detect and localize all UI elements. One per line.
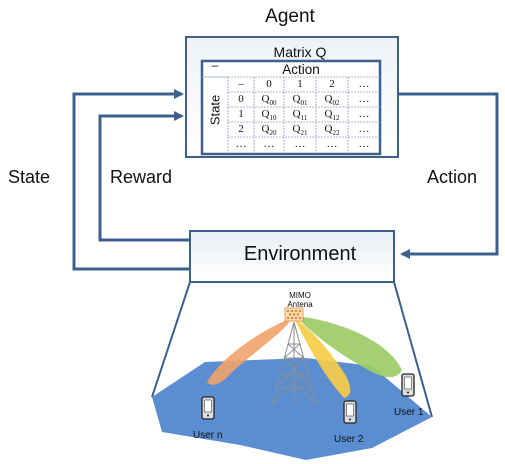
row-label: … <box>235 138 247 150</box>
action-label: Action <box>427 167 478 187</box>
row-label: 1 <box>238 108 244 120</box>
row-label: 2 <box>238 123 244 135</box>
zoom-line-left <box>151 281 191 398</box>
state-arrow <box>72 89 190 271</box>
environment-title: Environment <box>243 243 357 265</box>
q-matrix-table <box>200 59 382 156</box>
antenna-tower <box>271 321 317 405</box>
q-cell: Q22 <box>324 123 340 138</box>
user-2-label: User 2 <box>334 434 364 445</box>
table-header-cell: 0 <box>266 78 272 90</box>
beam-user-2 <box>294 318 351 398</box>
beams <box>207 316 402 398</box>
q-cell: Q10 <box>261 108 277 123</box>
q-cell: … <box>294 138 306 150</box>
user-n-label: User n <box>193 430 223 441</box>
action-arrow <box>398 92 499 259</box>
table-header-cell: … <box>358 78 370 90</box>
environment-box <box>189 230 395 283</box>
coverage-area <box>152 358 432 460</box>
phone-icon <box>201 396 215 420</box>
reward-label: Reward <box>110 167 173 187</box>
q-cell: … <box>358 93 370 105</box>
row-label: 0 <box>238 93 244 105</box>
q-cell: Q11 <box>292 108 308 123</box>
table-header-cell: 1 <box>297 78 303 90</box>
table-header-cell: 2 <box>329 78 335 90</box>
q-cell: Q00 <box>261 93 277 108</box>
mimo-antenna-label: MIMO Antena <box>240 291 360 309</box>
mimo-label-line1: MIMO <box>289 291 311 300</box>
q-cell: Q21 <box>292 123 308 138</box>
state-label: State <box>8 167 51 187</box>
q-cell: Q20 <box>261 123 277 138</box>
q-cell: Q01 <box>292 93 308 108</box>
mimo-label-line2: Antena <box>287 300 313 309</box>
q-cell: … <box>358 138 370 150</box>
state-row-header: State <box>207 94 223 126</box>
q-cell: … <box>358 108 370 120</box>
user-1-label: User 1 <box>394 407 424 418</box>
agent-title: Agent <box>265 6 315 27</box>
q-cell: … <box>358 123 370 135</box>
action-column-header: Action <box>282 62 320 77</box>
q-cell: Q12 <box>324 108 340 123</box>
q-cell: Q02 <box>324 93 340 108</box>
phone-icon <box>401 373 415 397</box>
zoom-line-right <box>393 281 433 418</box>
phone-icon <box>343 400 357 424</box>
q-cell: … <box>263 138 275 150</box>
reward-arrow <box>98 111 190 242</box>
beam-user-n <box>207 318 292 385</box>
table-corner-dash: – <box>211 58 219 72</box>
mimo-antenna-array-icon <box>284 307 304 322</box>
table-header-cell: – <box>238 78 244 90</box>
matrix-title: Matrix Q <box>273 44 327 60</box>
beam-user-1 <box>296 316 402 378</box>
q-cell: … <box>326 138 338 150</box>
state-row-header-wrap: State <box>203 94 227 126</box>
